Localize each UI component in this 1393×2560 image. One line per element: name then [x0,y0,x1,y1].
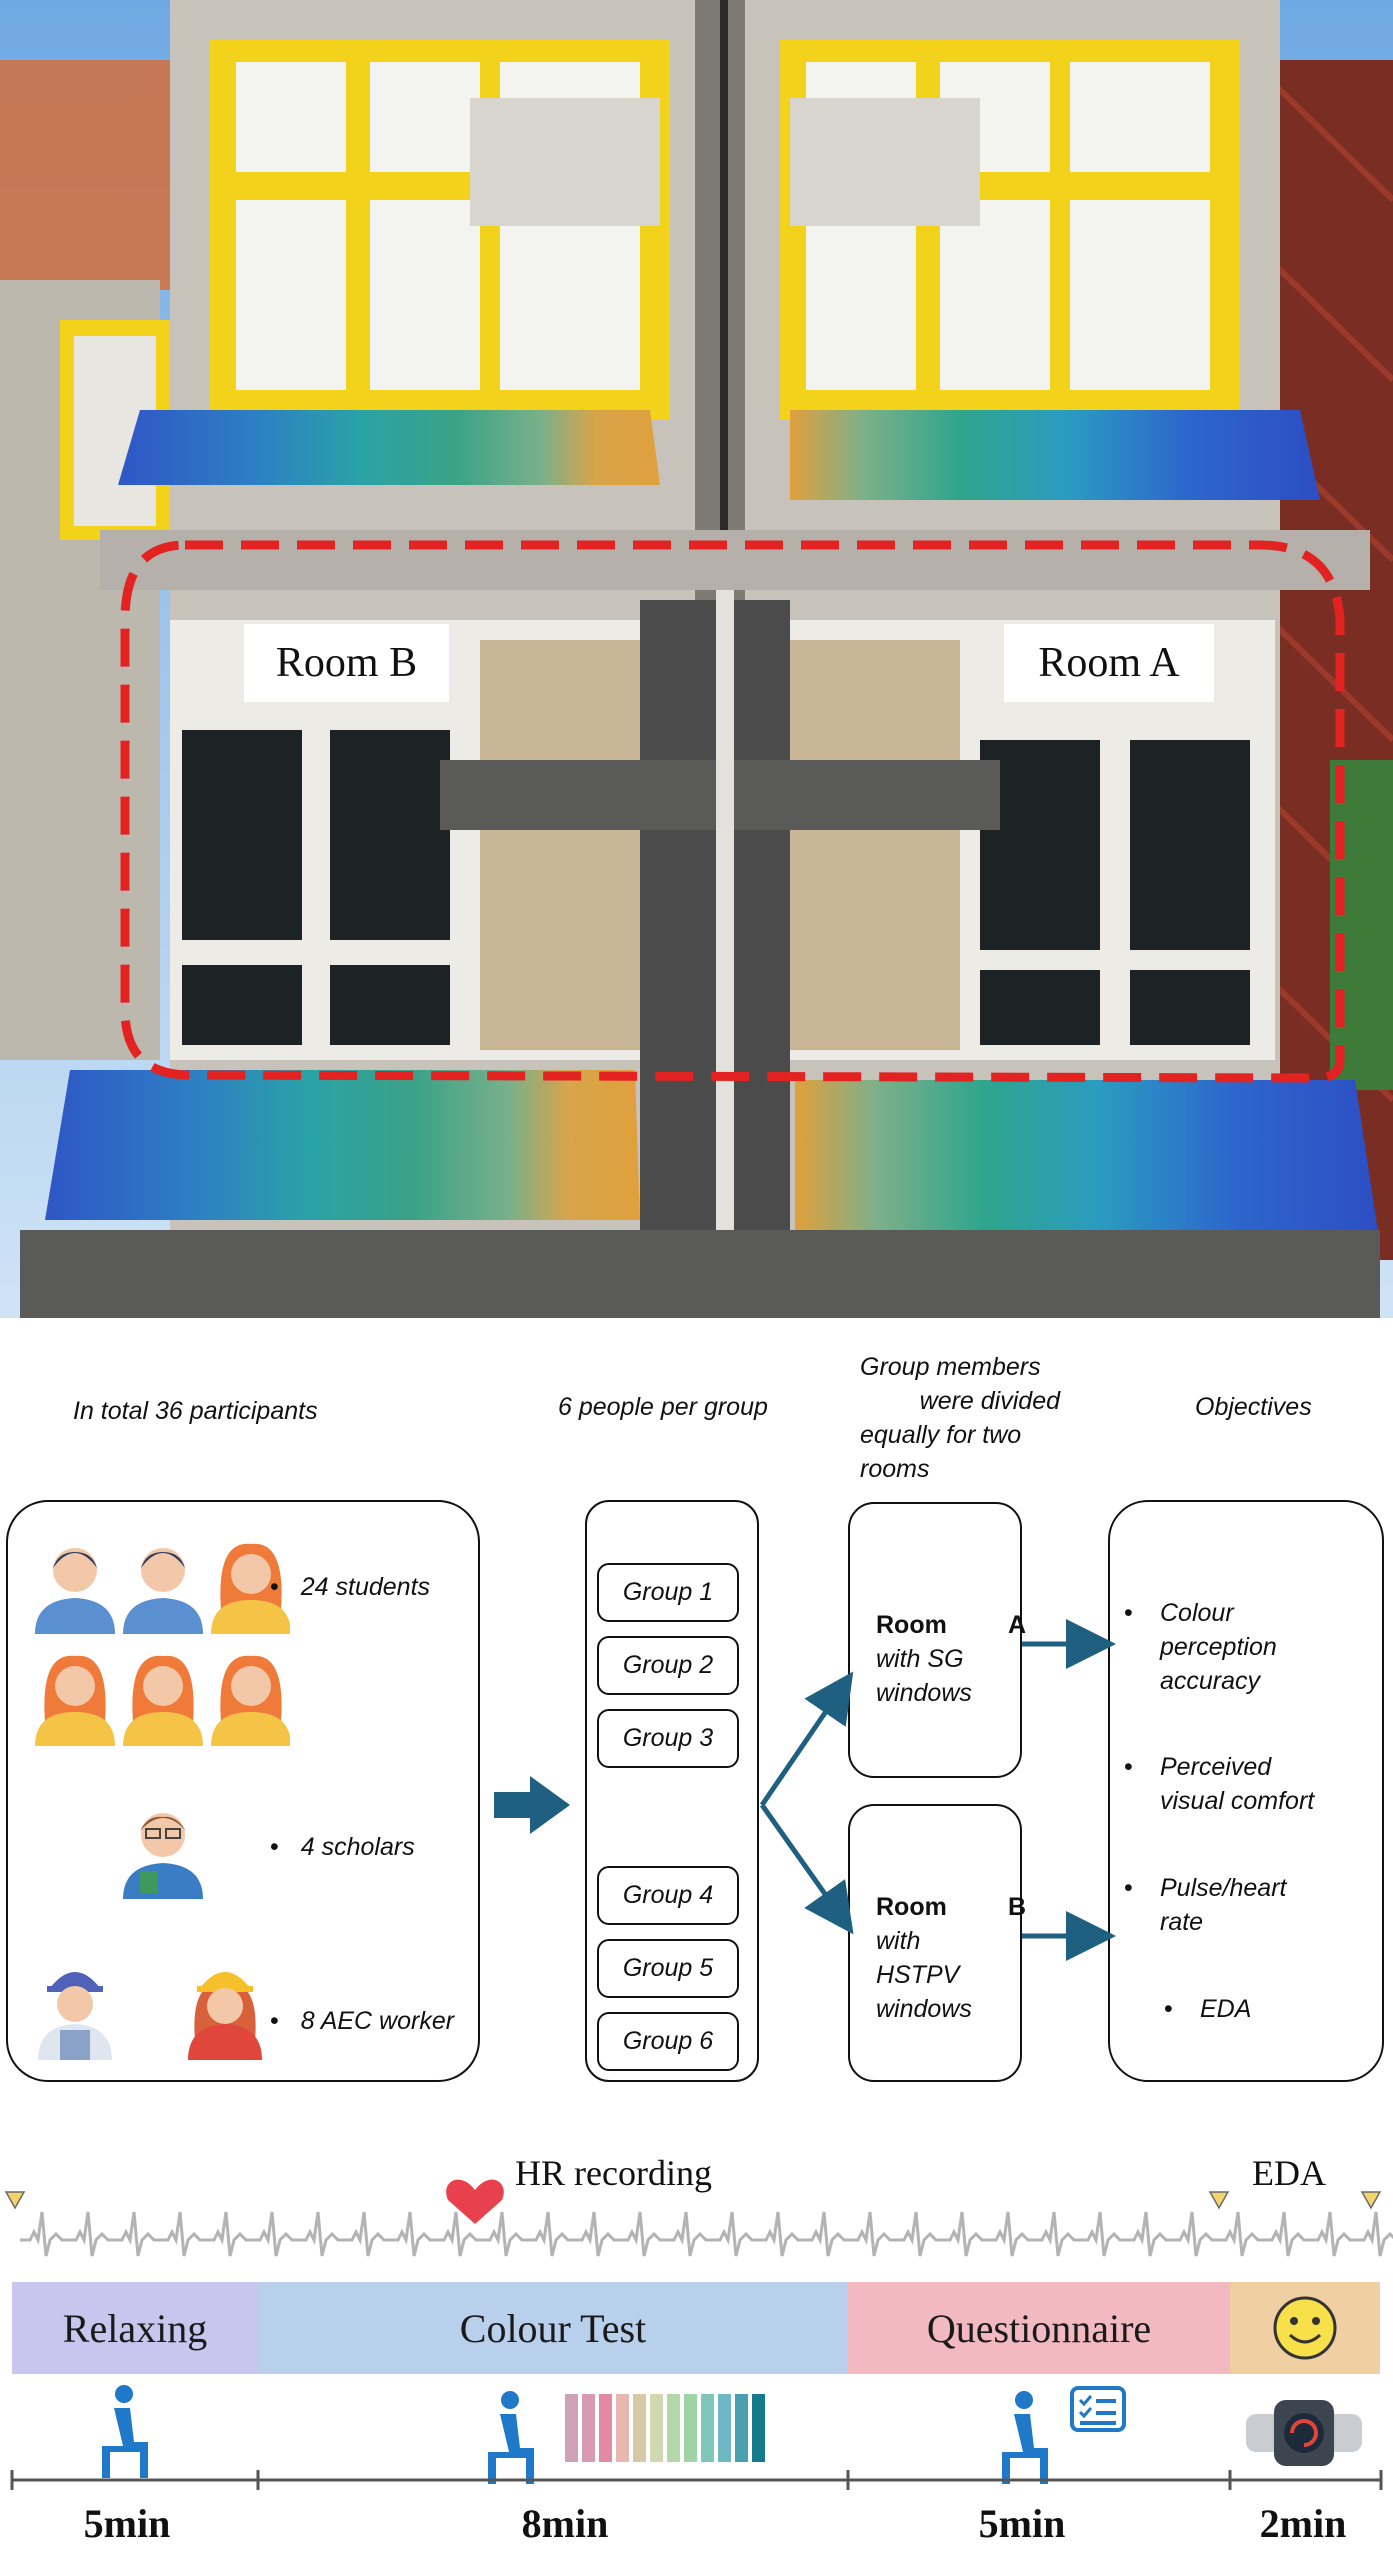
participants-header: In total 36 participants [73,1397,318,1425]
colour-swatch [718,2394,731,2462]
arrow-to-room-b [759,1803,854,1935]
aec-workers-count: 8 AEC worker [270,2004,454,2038]
colour-swatch [735,2394,748,2462]
arrow-to-room-a [759,1671,854,1807]
groups-header: 6 people per group [558,1393,768,1421]
seated-person-icon [488,2391,534,2484]
group-item: Group 6 [597,2012,739,2071]
aec-worker-icon [38,1972,112,2060]
building-facade-illustration [0,0,1393,1318]
building-photo: Room B Room A [0,0,1393,1318]
room-a-box [848,1502,1022,1778]
arrow-participants-to-groups [494,1776,570,1834]
scholar-icon [123,1813,203,1899]
seated-person-icon [1002,2391,1048,2484]
eda-end-marker [1360,2191,1382,2210]
phase-relaxing: Relaxing [12,2282,258,2374]
colour-swatch [599,2394,612,2462]
colour-swatch [667,2394,680,2462]
flow-arrows [494,1619,1116,1961]
colour-swatch [701,2394,714,2462]
group-item: Group 5 [597,1939,739,1998]
duration-relaxing: 5min [83,2501,171,2546]
colour-swatch [565,2394,578,2462]
duration-eda: 2min [1259,2501,1347,2546]
colour-swatch [752,2394,765,2462]
group-item: Group 3 [597,1709,739,1768]
heart-rate-waveform [20,2211,1393,2257]
group-item: Group 4 [597,1866,739,1925]
heart-icon [446,2179,504,2224]
checklist-icon [1070,2386,1126,2432]
phase-eda [1230,2282,1380,2374]
objective-item: •EDA [1164,1995,1252,2023]
colour-test-swatches [565,2394,765,2462]
phase-colour-test: Colour Test [258,2282,848,2374]
phase-questionnaire: Questionnaire [848,2282,1230,2374]
duration-colour-test: 8min [521,2501,609,2546]
objectives-box [1108,1500,1384,2082]
eda-start-marker [1208,2191,1230,2210]
student-icon-female [211,1543,290,1634]
student-icon-female [211,1655,290,1746]
colour-swatch [633,2394,646,2462]
student-icon-male [35,1548,115,1634]
room-a-label: Room A [1004,624,1214,702]
group-item: Group 2 [597,1636,739,1695]
aec-worker-icon [188,1972,262,2060]
room-b-box [848,1804,1022,2082]
duration-questionnaire: 5min [978,2501,1066,2546]
signal-strip [4,2179,1393,2257]
students-count: 24 students [270,1570,430,1604]
colour-swatch [616,2394,629,2462]
colour-swatch [650,2394,663,2462]
objectives-header: Objectives [1195,1393,1312,1421]
hr-recording-label: HR recording [515,2153,712,2193]
room-b-label: Room B [244,624,449,702]
colour-swatch [582,2394,595,2462]
eda-label: EDA [1252,2153,1326,2193]
scholars-count: 4 scholars [270,1830,415,1864]
hr-start-marker [4,2191,26,2210]
student-icon-female [35,1655,115,1746]
seated-person-icon [102,2385,148,2478]
colour-swatch [684,2394,697,2462]
participant-icons [35,1543,290,2060]
group-item: Group 1 [597,1563,739,1622]
smiley-icon [1273,2296,1337,2360]
timeline-icons [10,2385,1383,2490]
student-icon-female [123,1655,203,1746]
smartwatch-icon [1246,2400,1362,2466]
student-icon-male [123,1548,203,1634]
rooms-header: Group members were divided equally for t… [860,1353,1060,1483]
